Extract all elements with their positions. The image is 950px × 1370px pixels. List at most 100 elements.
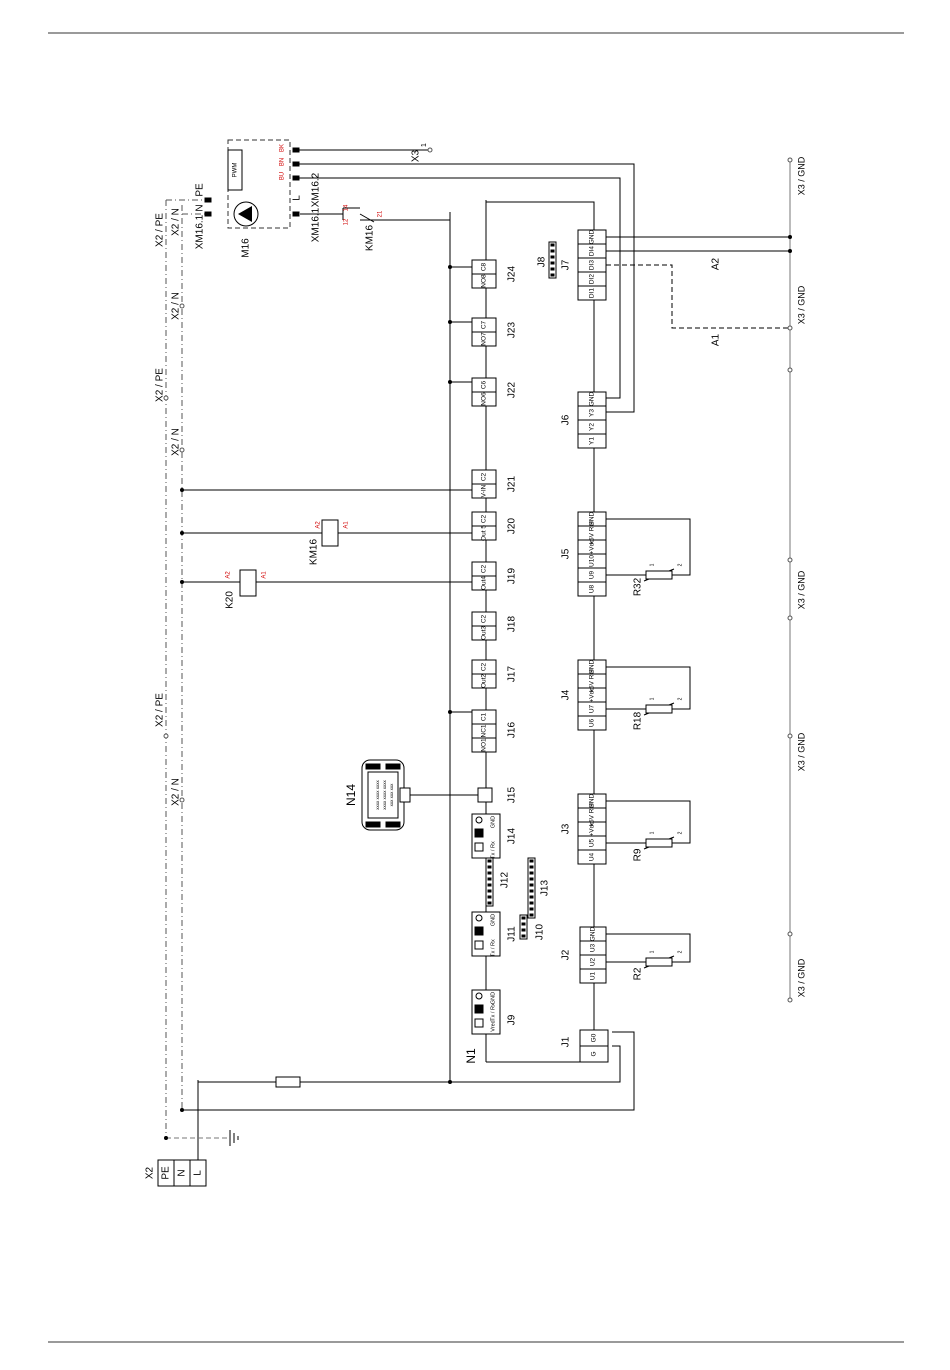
- relay-coil-km16: [321, 519, 339, 547]
- gnd-label: X3 / GND: [796, 285, 806, 324]
- relay-name: K20: [225, 591, 236, 609]
- connector-pin-label: U6: [589, 718, 596, 727]
- sensor-wire: [606, 666, 691, 710]
- n-to-j1: [182, 1031, 635, 1111]
- connector-j4: [577, 659, 607, 731]
- header-body: [519, 914, 528, 940]
- relay-pin-label: A2: [316, 521, 322, 529]
- sensor-pin: 2: [677, 697, 683, 700]
- connector-pin-label: U8: [589, 584, 596, 593]
- connector-pin-label: DI1: [589, 288, 596, 299]
- header-pin: [529, 871, 534, 875]
- connector-j6: [577, 391, 607, 449]
- rail-label: X2 / PE: [155, 368, 166, 402]
- plug-label: XM16.1: [195, 214, 206, 249]
- connector-name: J9: [507, 1014, 518, 1025]
- connector-name: J23: [507, 322, 518, 339]
- connector-pin: [471, 737, 497, 753]
- pump-pwm-box: [227, 149, 243, 191]
- connector-pin-label: +Vdc: [589, 821, 596, 837]
- port-led: [475, 914, 483, 922]
- sensor-pin: 1: [649, 697, 655, 700]
- connector-pin: [579, 1045, 609, 1063]
- connector-pin: [471, 331, 497, 347]
- connector-pin-label: C8: [481, 262, 488, 271]
- sensor-wire: [606, 933, 691, 963]
- pump-terminal-label: PE: [195, 183, 206, 197]
- port-label: Tx / Rx: [490, 1003, 496, 1021]
- port-led: [475, 992, 483, 1000]
- header-name: J12: [500, 872, 511, 889]
- rail-label: X2 / N: [171, 778, 182, 806]
- sensor-pin: 2: [677, 831, 683, 834]
- junction-dot: [448, 380, 452, 384]
- connector-pin-label: C2: [481, 614, 488, 623]
- rail-label: X2 / N: [171, 292, 182, 320]
- sensor-name: R2: [633, 967, 644, 980]
- sensor-wire: [606, 518, 691, 576]
- header-pin: [521, 922, 526, 926]
- connector-pin-label: +5V Ref: [589, 803, 596, 827]
- relay-pin-label: 21: [378, 210, 384, 217]
- connector-pin-label: +5V Ref: [589, 669, 596, 693]
- display-button: [385, 821, 401, 828]
- port-label: Vred: [490, 1020, 496, 1031]
- connector-pin: [577, 581, 607, 597]
- connector-pin-label: NO6: [481, 392, 488, 406]
- connector-pin-label: C7: [481, 320, 488, 329]
- connector-pin: [471, 673, 497, 689]
- g-to-supply: [450, 1045, 621, 1083]
- header-pin: [550, 267, 555, 271]
- connector-pin-label: U1: [590, 971, 597, 980]
- top-rule: [48, 32, 904, 34]
- header-pin: [521, 916, 526, 920]
- connector-pin-label: DI2: [589, 274, 596, 285]
- connector-name: J19: [507, 568, 518, 585]
- controller-top-wire: [485, 201, 595, 260]
- connector-pin-label: U10: [589, 555, 596, 567]
- gnd-terminal: [787, 615, 793, 621]
- connector-pin-label: NO8: [481, 274, 488, 288]
- connector-j7: [577, 229, 607, 301]
- l-wire: [197, 1081, 276, 1160]
- connector-pin-label: U7: [589, 704, 596, 713]
- display-name: N14: [344, 784, 358, 806]
- junction-dot: [448, 710, 452, 714]
- connector-pin-label: DI3: [589, 260, 596, 271]
- junction-dot: [180, 1108, 184, 1112]
- header-pin: [550, 249, 555, 253]
- relay-name: KM16: [365, 225, 376, 252]
- gnd-label: X3 / GND: [796, 958, 806, 997]
- connector-name: J11: [507, 926, 518, 942]
- pump-terminal-label: N: [195, 204, 206, 211]
- connector-j18: [471, 611, 497, 641]
- header-pin: [487, 895, 492, 899]
- header-pin: [529, 865, 534, 869]
- connector-pin: [471, 525, 497, 541]
- relay-pin-label: A2: [226, 571, 232, 579]
- header-name: J10: [535, 924, 546, 941]
- connector-j19: [471, 561, 497, 591]
- connector-name: J20: [507, 518, 518, 535]
- connector-j15: [477, 787, 493, 803]
- di3-wire-alarm: [606, 264, 790, 329]
- gnd-label: X3 / GND: [796, 570, 806, 609]
- pump-arrow-icon: [238, 206, 252, 222]
- connector-pin-label: Out4: [481, 576, 488, 590]
- sensor-r9: [645, 838, 673, 848]
- connector-pin: [471, 273, 497, 289]
- sensor-pin: 1: [649, 831, 655, 834]
- sensor-r2: [645, 957, 673, 967]
- connector-pin-label: DI4: [589, 246, 596, 257]
- connector-pin-label: GND: [590, 926, 597, 941]
- sensor-name: R18: [633, 711, 644, 730]
- connector-j1: [579, 1029, 609, 1063]
- header-pin: [529, 877, 534, 881]
- connector-pin-label: NC1: [481, 724, 488, 737]
- pump-name: M16: [241, 238, 252, 258]
- connector-name: J1: [561, 1036, 572, 1047]
- x3-terminal: [427, 147, 433, 153]
- gnd-terminal: [787, 157, 793, 163]
- terminal-ring: [179, 303, 185, 309]
- header-pin: [529, 889, 534, 893]
